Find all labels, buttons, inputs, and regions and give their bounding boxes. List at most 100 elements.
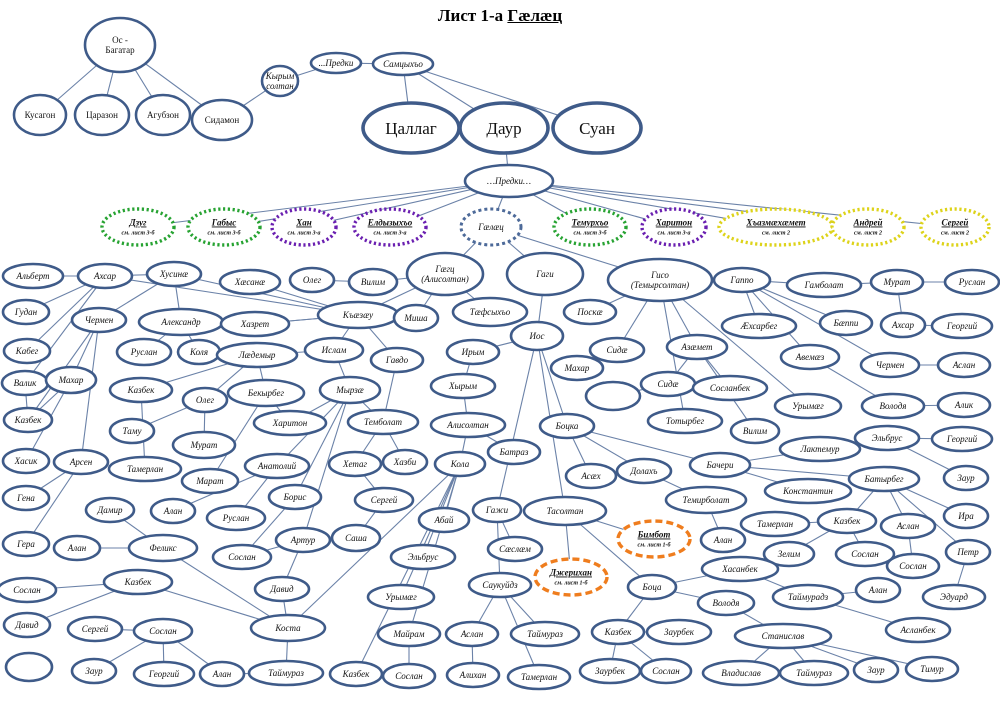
node-label: Алик <box>954 400 974 410</box>
person-node-elbrus1: Эльбрус <box>853 424 921 452</box>
node-ellipse <box>486 535 544 563</box>
node-label: Чермен <box>876 360 905 370</box>
node-label: Сергей <box>82 624 109 634</box>
node-ellipse <box>267 483 323 511</box>
person-node-taymuraz3: Таймураз <box>247 659 325 687</box>
node-label: Хетаг <box>342 459 367 469</box>
node-ellipse <box>52 448 110 476</box>
node-label: Эльбрус <box>872 433 903 443</box>
person-node-vilim1: Вилим <box>347 267 399 297</box>
person-node-saslam: Сæслæм <box>486 535 544 563</box>
node-label: Урымæг <box>792 401 824 411</box>
node-ellipse <box>12 93 68 137</box>
node-ellipse <box>252 409 328 437</box>
node-ellipse <box>4 651 54 683</box>
person-node-soslan7: Сослан <box>639 657 693 685</box>
person-node-taymuraz1: Таймурадз <box>771 583 845 611</box>
node-label: Тамерлан <box>127 464 164 474</box>
node-ellipse <box>303 336 365 364</box>
node-label: Казбек <box>124 577 153 587</box>
node-label: Бачери <box>706 460 734 470</box>
edge-feliks-kosta <box>162 547 289 629</box>
node-label: Миша <box>403 313 428 323</box>
node-ellipse <box>83 16 157 74</box>
person-node-zaur2: Заур <box>70 657 118 685</box>
node-label: Ирым <box>461 347 485 357</box>
node-label: Заурбек <box>595 666 626 676</box>
node-label: Батырбег <box>864 474 904 484</box>
person-node-aslan1: Аслан <box>936 351 992 379</box>
person-node-khetag: Хетаг <box>327 450 383 478</box>
person-node-laktemur: Лактемур <box>778 435 862 463</box>
node-ellipse <box>562 298 618 326</box>
person-node-taymuraz2: Таймураз <box>509 620 581 648</box>
node-ellipse <box>509 620 581 648</box>
node-ellipse <box>205 504 267 532</box>
node-ellipse <box>115 337 173 367</box>
node-label: Казбек <box>127 385 156 395</box>
person-node-bappi: Бæппи <box>818 309 874 337</box>
node-ellipse <box>132 617 194 645</box>
person-node-kazbek4: Казбек <box>102 568 174 596</box>
person-node-petr: Петр <box>944 538 992 566</box>
node-ellipse <box>834 540 896 568</box>
node-ellipse <box>226 378 306 408</box>
node-ellipse <box>944 538 992 566</box>
node-ellipse <box>44 365 98 395</box>
node-label: Къæзæу <box>342 310 373 320</box>
edge-ios-gazhi <box>496 335 538 511</box>
node-label: Азæмет <box>680 342 713 352</box>
node-label: Эльбрус <box>408 552 439 562</box>
person-node-urymaeg2: Урымæг <box>366 583 436 611</box>
node-ellipse <box>590 618 646 646</box>
node-label: Иос <box>529 331 545 341</box>
node-ellipse <box>640 207 708 247</box>
node-ellipse <box>429 372 497 400</box>
person-node-sasha: Саша <box>330 523 382 553</box>
node-label: см. лист 3-б <box>207 230 241 237</box>
node-ellipse <box>729 417 781 445</box>
node-label: Хусинæ <box>159 269 188 279</box>
person-node-albert: Альберт <box>1 262 65 290</box>
node-ellipse <box>646 407 724 435</box>
node-ellipse <box>458 101 550 155</box>
node-label: Володя <box>713 598 740 608</box>
node-ellipse <box>879 512 937 540</box>
node-label: Олег <box>303 275 322 285</box>
person-node-daur: Даур <box>458 101 550 155</box>
person-node-irym: Ирым <box>445 338 501 366</box>
node-label: Харитон <box>272 418 308 428</box>
node-ellipse <box>429 411 507 439</box>
person-node-murat1: Мурат <box>869 268 925 296</box>
node-ellipse <box>149 497 197 525</box>
node-label: Зелим <box>778 549 801 559</box>
node-ellipse <box>260 64 300 98</box>
node-ellipse <box>366 583 436 611</box>
node-label: см. лист 3-б <box>573 230 607 237</box>
node-ellipse <box>1 530 51 558</box>
node-label: Темирболат <box>683 495 730 505</box>
node-ellipse <box>847 465 921 493</box>
person-node-samtsykhho: Самцыхъо <box>371 51 435 77</box>
person-node-zaurbek1: Заурбек <box>645 618 713 646</box>
title-name: Гæлæц <box>507 6 563 25</box>
person-node-feliks: Феликс <box>127 533 199 563</box>
node-ellipse <box>198 660 246 688</box>
person-node-konstantin: Константин <box>763 477 853 505</box>
node-label: Гамболат <box>804 280 844 290</box>
node-ellipse <box>84 496 136 524</box>
node-ellipse <box>445 338 501 366</box>
node-ellipse <box>486 438 542 466</box>
node-label: Таймураз <box>268 668 304 678</box>
node-ellipse <box>771 583 845 611</box>
person-node-khusinae: Хусинæ <box>145 260 203 288</box>
node-label: Марат <box>195 476 224 486</box>
node-ellipse <box>127 533 199 563</box>
node-label: Георгий <box>946 321 978 331</box>
node-ellipse <box>509 320 565 352</box>
node-label: Хан <box>295 218 312 228</box>
